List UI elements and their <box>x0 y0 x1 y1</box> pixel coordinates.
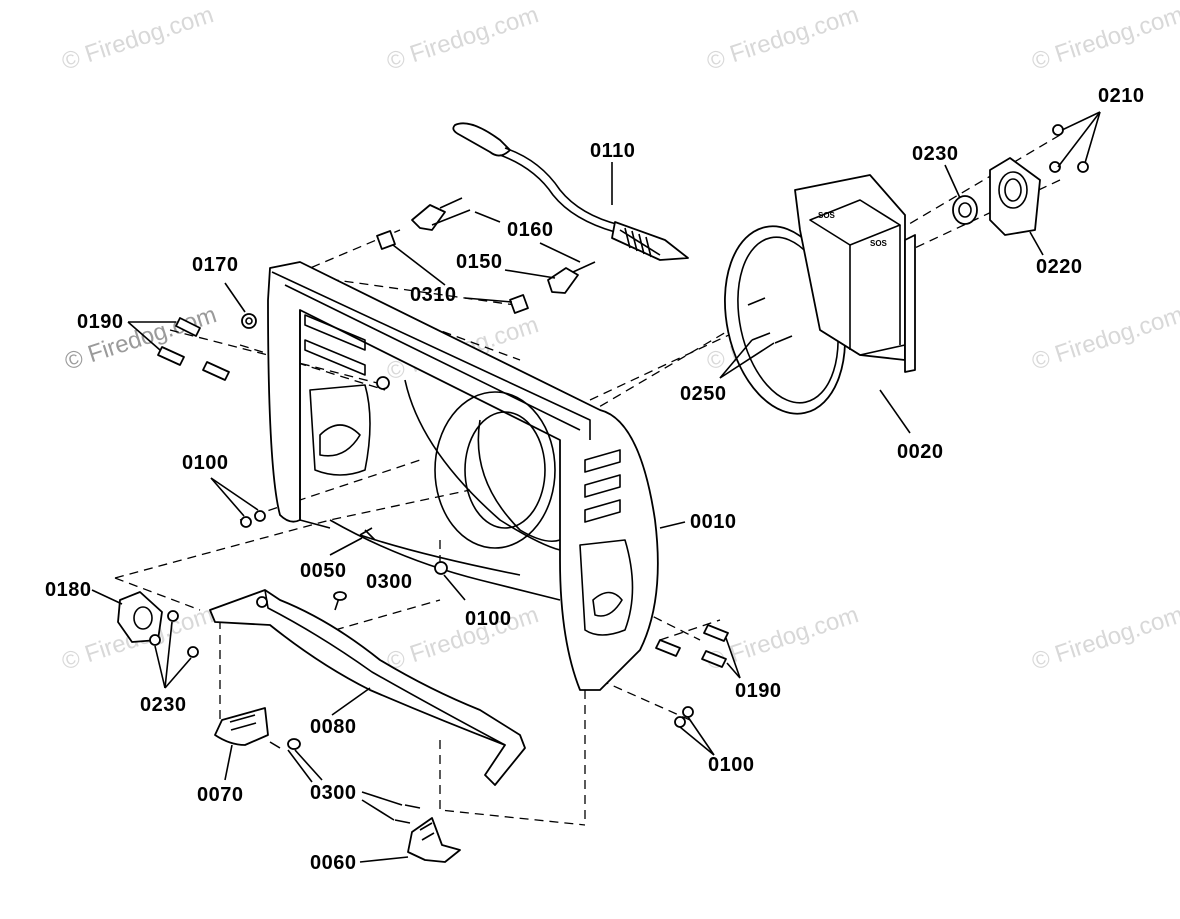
label-0190-left: 0190 <box>77 311 124 333</box>
label-0100-left: 0100 <box>182 452 229 474</box>
label-0150: 0150 <box>456 251 503 273</box>
watermark: © Firedog.com <box>704 601 862 675</box>
scraper-bar <box>209 589 526 786</box>
part-labels: 0110 0210 0230 0220 0160 0150 0310 0170 … <box>45 85 1145 874</box>
label-0190-right: 0190 <box>735 680 782 702</box>
clamps <box>376 197 596 314</box>
watermark: © Firedog.com <box>384 1 542 75</box>
watermark: © Firedog.com <box>1029 301 1180 375</box>
fasteners-left <box>157 313 448 611</box>
label-0160: 0160 <box>507 219 554 241</box>
label-0060: 0060 <box>310 852 357 874</box>
chute-bolts <box>747 297 793 344</box>
label-0010: 0010 <box>690 511 737 533</box>
svg-text:SOS: SOS <box>870 239 888 248</box>
svg-text:SOS: SOS <box>818 211 836 220</box>
chute-base: SOS SOS <box>724 174 916 415</box>
watermark: © Firedog.com <box>1029 601 1180 675</box>
leader-lines <box>91 111 1101 863</box>
label-0220: 0230 <box>912 143 959 165</box>
label-0170: 0170 <box>192 254 239 276</box>
label-0100-right: 0100 <box>708 754 755 776</box>
label-0310: 0310 <box>410 284 457 306</box>
skid-shoes <box>214 707 461 863</box>
label-0070: 0070 <box>197 784 244 806</box>
fasteners-right <box>655 624 729 728</box>
label-0110: 0110 <box>590 140 635 162</box>
watermark: © Firedog.com <box>384 601 542 675</box>
auger-housing <box>267 261 659 691</box>
label-0080: 0080 <box>310 716 357 738</box>
crank-handle <box>452 122 689 261</box>
flange-bearing <box>117 591 199 658</box>
bearing-assembly <box>952 124 1089 236</box>
watermark: © Firedog.com <box>704 1 862 75</box>
label-0250: 0250 <box>680 383 727 405</box>
label-0300-top: 0300 <box>366 571 413 593</box>
label-0230: 0230 <box>140 694 187 716</box>
label-0180: 0180 <box>45 579 92 601</box>
label-0300-bottom: 0300 <box>310 782 357 804</box>
watermark: © Firedog.com <box>59 1 217 75</box>
label-0020: 0020 <box>897 441 944 463</box>
watermark: © Firedog.com <box>1029 1 1180 75</box>
label-0100-center: 0100 <box>465 608 512 630</box>
label-0050: 0050 <box>300 560 347 582</box>
label-0210: 0220 <box>1036 256 1083 278</box>
label-0200: 0210 <box>1098 85 1145 107</box>
